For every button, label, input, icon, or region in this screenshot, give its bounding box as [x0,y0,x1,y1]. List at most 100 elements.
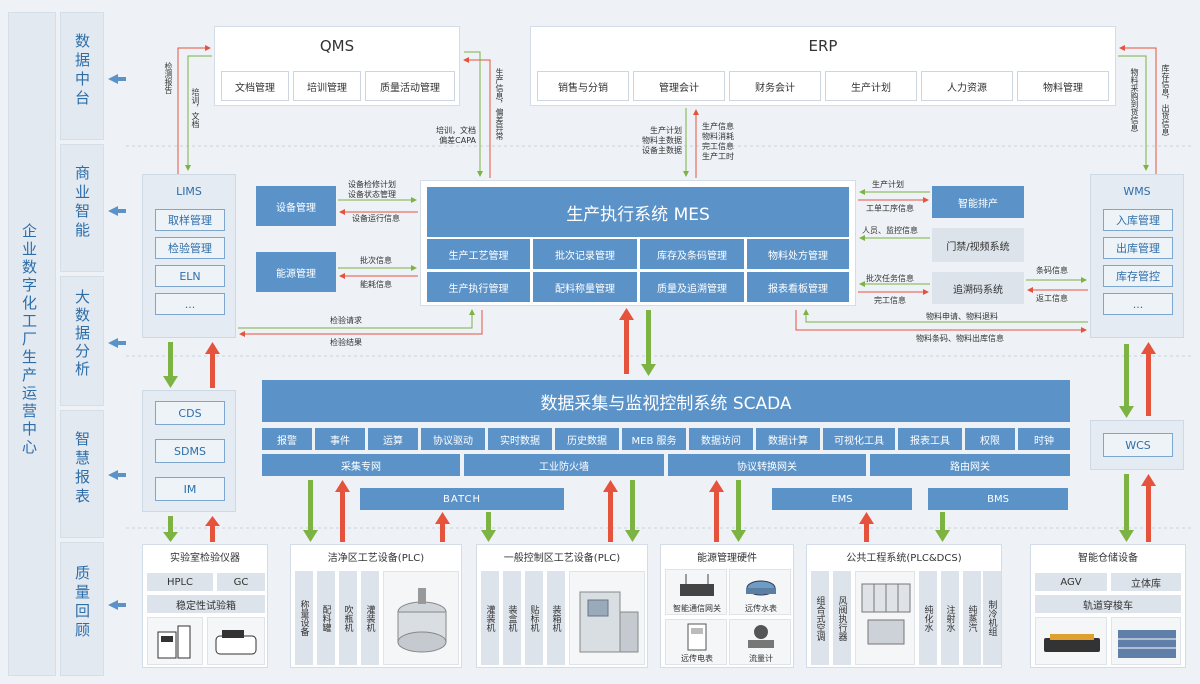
scada-function[interactable]: 数据访问 [689,428,753,450]
batch-box[interactable]: BATCH [360,488,564,510]
annotation-label: 条码信息 [1036,266,1068,275]
storage-device-group[interactable]: 智能仓储设备 AGV 立体库 轨道穿梭车 [1030,544,1186,668]
qms-item[interactable]: 质量活动管理 [365,71,455,101]
scada-function[interactable]: 协议驱动 [421,428,485,450]
left-column: 企业数字化工厂生产运营中心 [8,12,56,676]
erp-box[interactable]: ERP 销售与分销 管理会计 财务会计 生产计划 人力资源 物料管理 [530,26,1116,106]
general-item: 灌装机 [481,571,499,665]
general-machine-image [569,571,645,665]
public-eng-group[interactable]: 公共工程系统(PLC&DCS) 组合式空调 风阀执行器 纯化水 注射水 纯蒸汽 … [806,544,1002,668]
annotation-label: 培训，文档 [191,88,200,128]
scada-function[interactable]: 实时数据 [488,428,552,450]
section-quality-review[interactable]: 质量回顾 [60,542,104,676]
mes-module[interactable]: 报表看板管理 [747,272,849,302]
erp-item[interactable]: 生产计划 [825,71,917,101]
section-smart-report[interactable]: 智慧报表 [60,410,104,538]
energy-management[interactable]: 能源管理 [256,252,336,292]
lims-item[interactable]: 检验管理 [155,237,225,259]
wcs-cell[interactable]: WCS [1103,433,1173,457]
erp-item[interactable]: 财务会计 [729,71,821,101]
clean-title: 洁净区工艺设备(PLC) [327,553,425,564]
shelf-icon [1118,630,1176,658]
scada-function[interactable]: MEB 服务 [622,428,686,450]
water-meter-cell: 远传水表 [729,569,791,615]
annotation-label: 生产计划 物料主数据 设备主数据 [642,126,682,155]
lab-item: HPLC [147,573,213,591]
clean-item: 吹瓶机 [339,571,357,665]
trace-code-system[interactable]: 追溯码系统 [932,272,1024,304]
qms-box[interactable]: QMS 文档管理 培训管理 质量活动管理 [214,26,460,106]
section-data-middle[interactable]: 数据中台 [60,12,104,140]
scada-function[interactable]: 可视化工具 [823,428,895,450]
erp-item[interactable]: 物料管理 [1017,71,1109,101]
lims-box[interactable]: LIMS 取样管理 检验管理 ELN ... [142,174,236,338]
wms-item[interactable]: 出库管理 [1103,237,1173,259]
tank-icon [397,588,447,653]
mes-module[interactable]: 生产执行管理 [427,272,530,302]
scada-function[interactable]: 数据计算 [756,428,820,450]
scada-function[interactable]: 权限 [965,428,1015,450]
ems-box[interactable]: EMS [772,488,912,510]
scada-function[interactable]: 运算 [368,428,418,450]
agv-icon [1044,634,1100,652]
section-label: 智慧报表 [73,431,91,507]
erp-item[interactable]: 销售与分销 [537,71,629,101]
lims-item[interactable]: ... [155,293,225,315]
gateway-label: 智能通信网关 [673,604,721,613]
bms-box[interactable]: BMS [928,488,1068,510]
section-bi[interactable]: 商业智能 [60,144,104,272]
access-video-system[interactable]: 门禁/视频系统 [932,228,1024,262]
equipment-management[interactable]: 设备管理 [256,186,336,226]
qms-item[interactable]: 文档管理 [221,71,289,101]
mes-module[interactable]: 生产工艺管理 [427,239,530,269]
annotation-label: 完工信息 [874,296,906,305]
scada-function[interactable]: 报表工具 [898,428,962,450]
network-item[interactable]: 路由网关 [870,454,1070,476]
cds-cell[interactable]: CDS [155,401,225,425]
agv-image [1035,617,1107,665]
lab-device-group[interactable]: 实验室检验仪器 HPLC GC 稳定性试验箱 [142,544,268,668]
im-cell[interactable]: IM [155,477,225,501]
wms-box[interactable]: WMS 入库管理 出库管理 库存管控 ... [1090,174,1184,338]
mes-module[interactable]: 质量及追溯管理 [640,272,744,302]
mes-module[interactable]: 库存及条码管理 [640,239,744,269]
scada-function[interactable]: 事件 [315,428,365,450]
clean-device-group[interactable]: 洁净区工艺设备(PLC) 称量设备 配料罐 吹瓶机 灌装机 [290,544,462,668]
scada-function[interactable]: 历史数据 [555,428,619,450]
annotation-label: 生产计划 [872,180,904,189]
hvac-icon [861,583,911,645]
energy-hardware-group[interactable]: 能源管理硬件 智能通信网关 远传水表 远传电表 流量计 [660,544,794,668]
section-bigdata[interactable]: 大数据分析 [60,276,104,406]
erp-item[interactable]: 管理会计 [633,71,725,101]
network-item[interactable]: 协议转换网关 [668,454,866,476]
machine-icon [579,591,639,653]
mes-module[interactable]: 物料处方管理 [747,239,849,269]
lims-item[interactable]: ELN [155,265,225,287]
wms-item[interactable]: ... [1103,293,1173,315]
annotation-label: 检验请求 [330,316,362,325]
lims-item[interactable]: 取样管理 [155,209,225,231]
annotation-label: 批次任务信息 [866,274,914,283]
wcs-box: WCS [1090,420,1184,470]
network-item[interactable]: 工业防火墙 [464,454,664,476]
annotation-label: 库存信息，出货信息 [1161,64,1170,136]
wms-title: WMS [1123,185,1151,198]
scada-function[interactable]: 时钟 [1018,428,1070,450]
annotation-label: 物料申请、物料退料 [926,312,998,321]
wms-item[interactable]: 入库管理 [1103,209,1173,231]
mes-module[interactable]: 批次记录管理 [533,239,637,269]
wms-item[interactable]: 库存管控 [1103,265,1173,287]
shelf-image [1111,617,1181,665]
smart-scheduling[interactable]: 智能排产 [932,186,1024,218]
scada-function[interactable]: 报警 [262,428,312,450]
clean-item: 灌装机 [361,571,379,665]
mes-box[interactable]: 生产执行系统 MES 生产工艺管理 批次记录管理 库存及条码管理 物料处方管理 … [420,180,856,306]
qms-item[interactable]: 培训管理 [293,71,361,101]
sdms-cell[interactable]: SDMS [155,439,225,463]
general-device-group[interactable]: 一般控制区工艺设备(PLC) 灌装机 装盒机 贴标机 装箱机 [476,544,648,668]
mes-module[interactable]: 配料称量管理 [533,272,637,302]
erp-item[interactable]: 人力资源 [921,71,1013,101]
network-item[interactable]: 采集专网 [262,454,460,476]
electric-meter-label: 远传电表 [681,654,713,663]
lab-item: GC [217,573,265,591]
